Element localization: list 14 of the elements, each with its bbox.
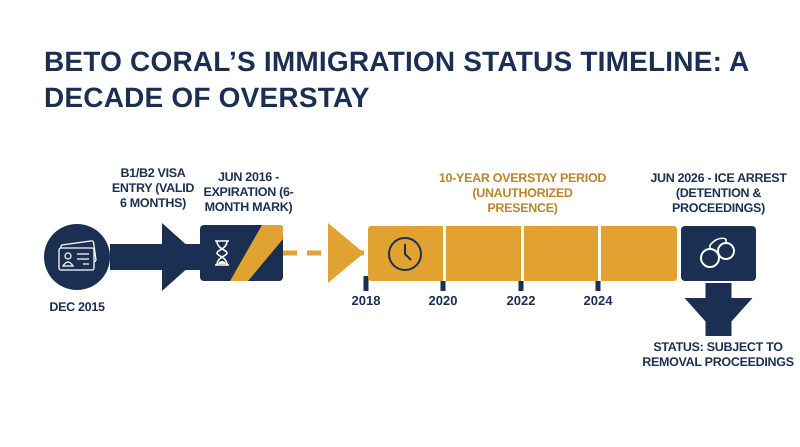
block-arrow — [110, 223, 200, 291]
year-label: 2020 — [428, 293, 458, 308]
stage-heading: JUN 2016 - EXPIRATION (6-MONTH MARK) — [202, 170, 295, 215]
edge-label: B1/B2 VISA ENTRY (VALID 6 MONTHS) — [110, 166, 196, 211]
year-label: 2018 — [350, 293, 382, 308]
dashed-arrow — [283, 223, 364, 283]
block-arrow — [684, 283, 752, 336]
stage-heading: JUN 2026 - ICE ARREST (DETENTION & PROCEEDINGS) — [649, 171, 788, 216]
status-text: STATUS: SUBJECT TO REMOVAL PROCEEDINGS — [641, 340, 795, 370]
year-label: 2022 — [506, 293, 536, 308]
title: BETO CORAL’S IMMIGRATION STATUS TIMELINE: A DECADE OF OVERSTAY — [44, 45, 750, 115]
year-label: 2024 — [582, 293, 614, 308]
stage-heading: 10-YEAR OVERSTAY PERIOD (UNAUTHORIZED PRESENCE) — [438, 171, 608, 216]
date-label: DEC 2015 — [48, 300, 106, 315]
